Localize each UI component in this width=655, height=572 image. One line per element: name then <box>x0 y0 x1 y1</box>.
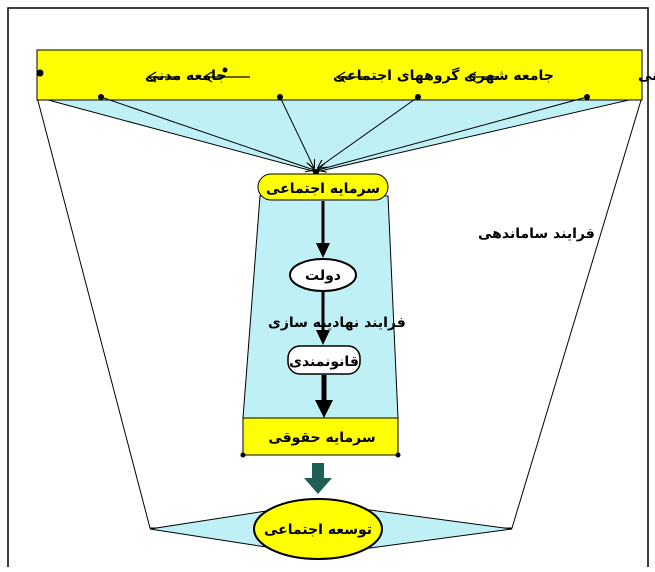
converging-arrows <box>100 96 588 170</box>
header-arrow-4 <box>146 71 180 83</box>
header-arrow-1 <box>466 71 497 83</box>
social-development-node <box>253 498 383 560</box>
header-item-social-groups: گروههای اجتماعی <box>333 67 460 84</box>
header-arrows <box>146 71 497 83</box>
inner-column <box>242 195 399 419</box>
arrow-to-legal-capital-head <box>315 400 333 418</box>
organizing-process-label: فرایند ساماندهی <box>478 226 595 242</box>
header-item-human-population: جمعیت های انسانی <box>638 68 655 84</box>
header-arrow-2 <box>335 71 365 83</box>
state-label: دولت <box>305 268 341 284</box>
header-bar <box>36 49 643 101</box>
header-arrow-3 <box>202 71 250 83</box>
header-dots <box>36 67 228 77</box>
header-item-urban-society: جامعه شهری <box>464 68 554 84</box>
social-capital-label: سرمایه اجتماعی <box>266 181 380 197</box>
development-arrow <box>304 463 332 494</box>
legal-capital-node <box>242 417 399 456</box>
social-development-label: توسعه اجتماعی <box>264 522 372 538</box>
social-capital-node <box>257 173 389 201</box>
institutionalization-process-label: فرایند نهادینه سازی <box>268 315 406 331</box>
arrow-to-state-head <box>316 243 330 258</box>
lawfulness-node <box>287 345 361 375</box>
legal-capital-dot-left <box>240 452 246 458</box>
legal-capital-label: سرمایه حقوقی <box>268 430 375 446</box>
legal-capital-dot-right <box>395 452 401 458</box>
header-item-civil-society: جامعه مدنی <box>145 68 226 84</box>
arrow-to-lawfulness-head <box>316 330 330 345</box>
lawfulness-label: قانونمندی <box>289 354 359 370</box>
